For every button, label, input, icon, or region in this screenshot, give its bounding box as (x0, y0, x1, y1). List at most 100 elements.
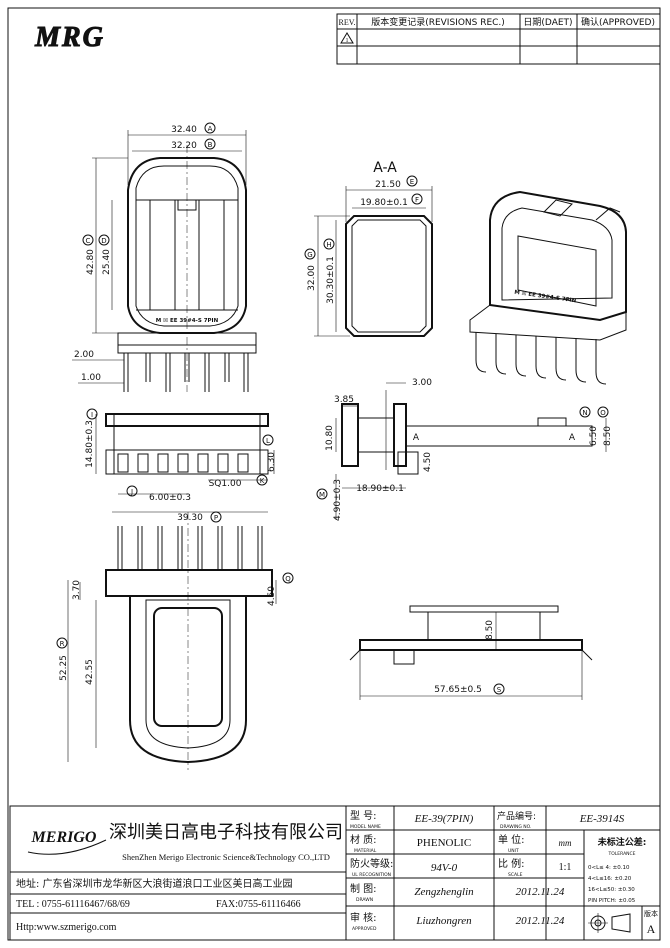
drawing-no-label: 产品编号: (497, 810, 536, 822)
company-address: 地址: 广东省深圳市龙华新区大浪街道浪口工业区美日高工业园 (16, 877, 293, 890)
company-tel: TEL : 0755-61116467/68/69 (16, 899, 130, 910)
label-N: N (582, 409, 587, 417)
dim-3-00: 3.00 (412, 378, 432, 388)
ul-label: 防火等级: (350, 857, 393, 870)
label-A: A (208, 125, 213, 133)
label-D: D (101, 237, 106, 245)
dim-30-30: 30.30±0.1 (326, 256, 336, 304)
svg-text:1: 1 (346, 38, 349, 44)
dim-6-00: 6.00±0.3 (149, 493, 191, 503)
label-C: C (86, 237, 91, 245)
label-E: E (410, 178, 414, 186)
revision-triangle-icon (340, 32, 354, 44)
material-value: PHENOLIC (417, 837, 471, 849)
dim-4-50-side: 4.50 (423, 452, 433, 472)
brand-logo: MERIGO (31, 829, 97, 846)
svg-text:DRAWN: DRAWN (356, 897, 373, 903)
section-label: A-A (373, 160, 397, 176)
dim-6-50: 6.50 (589, 426, 599, 446)
dim-2-00: 2.00 (74, 350, 94, 360)
label-F: F (415, 196, 419, 204)
label-K: K (260, 477, 265, 485)
dim-4-50-top: 4.50 (267, 586, 277, 606)
drawing-no-value: EE-3914S (579, 813, 625, 825)
company-website: Http:www.szmerigo.com (16, 922, 117, 933)
end-view: 8.50 57.65±0.5 S (349, 605, 593, 700)
scale-value: 1:1 (559, 862, 572, 873)
dim-4-90: 4.90±0.3 (333, 479, 343, 521)
section-a-a: A-A 21.50 E 19.80±0.1 F 32.00 G 30.30±0.… (304, 160, 433, 337)
unit-label: 单 位: (498, 833, 525, 846)
mrg-logo: MRG (18, 22, 122, 54)
material-label: 材 质: (350, 833, 377, 846)
dim-57-65: 57.65±0.5 (434, 685, 482, 695)
model-label: 型 号: (350, 809, 377, 822)
svg-text:SCALE: SCALE (508, 872, 523, 878)
dim-39-30: 39.30 (177, 513, 203, 523)
dim-21-50: 21.50 (375, 180, 401, 190)
coil-marking-iso: M ☒ EE 39#4-S 7PIN (514, 289, 577, 305)
bottom-view: 14.80±0.3 I 6.30 L 6.00±0.3 J SQ1.00 K (85, 408, 277, 503)
title-block: MERIGO 深圳美日高电子科技有限公司 ShenZhen Merigo Ele… (9, 805, 661, 941)
label-S: S (497, 686, 502, 694)
unit-value: mm (559, 838, 572, 848)
tolerance-row-3: 16<L≤50: ±0.30 (588, 887, 635, 893)
isometric-view: M ☒ EE 39#4-S 7PIN (469, 190, 627, 385)
dim-42-80: 42.80 (86, 249, 96, 275)
projection-symbol-icon (588, 913, 631, 933)
dim-8-50: 8.50 (603, 426, 613, 446)
drawn-label: 制 图: (350, 882, 377, 895)
brand-swoosh-icon (27, 839, 107, 855)
company-name-en: ShenZhen Merigo Electronic Science&Techn… (122, 852, 330, 862)
label-G: G (307, 251, 312, 259)
approved-date: 2012.11.24 (516, 915, 565, 927)
top-view: 39.30 P 3.70 4.50 Q 52.25 R 42.55 (56, 511, 294, 770)
drawn-date: 2012.11.24 (516, 886, 565, 898)
label-M: M (319, 491, 325, 499)
svg-text:MODEL NAME: MODEL NAME (350, 824, 381, 830)
label-H: H (326, 241, 331, 249)
label-P: P (214, 514, 218, 522)
dim-42-55: 42.55 (85, 659, 95, 685)
company-name-cn: 深圳美日高电子科技有限公司 (109, 822, 343, 843)
label-J: J (130, 488, 133, 496)
svg-text:APPROVED: APPROVED (352, 926, 377, 932)
logo-text: MRG (34, 22, 105, 53)
dim-6-30: 6.30 (267, 452, 277, 472)
rev-approved-header: 确认(APPROVED) (581, 16, 655, 28)
dim-3-85: 3.85 (334, 395, 354, 405)
svg-text:MATERIAL: MATERIAL (354, 848, 377, 854)
dim-19-80: 19.80±0.1 (360, 198, 408, 208)
dim-32-20: 32.20 (171, 141, 197, 151)
side-view: 3.85 3.00 10.80 4.50 18.90±0.1 4.90±0.3 … (316, 378, 613, 521)
approved-label: 审 核: (350, 911, 377, 924)
version-value: A (647, 922, 656, 936)
label-L: L (266, 437, 270, 445)
coil-marking-front: M ☒ EE 39#4-S 7PIN (156, 317, 219, 324)
dim-1-00: 1.00 (81, 373, 101, 383)
svg-text:UNIT: UNIT (508, 848, 519, 854)
ul-value: 94V-0 (431, 862, 458, 874)
label-Q: Q (285, 575, 291, 583)
dim-sq-1-00: SQ1.00 (209, 479, 242, 489)
approved-by: Liuzhongren (415, 915, 472, 927)
rev-record-header: 版本变更记录(REVISIONS REC.) (371, 16, 505, 28)
dim-32-40: 32.40 (171, 125, 197, 135)
label-R: R (60, 640, 65, 648)
dim-18-90: 18.90±0.1 (356, 484, 404, 494)
revision-table: REV. 版本变更记录(REVISIONS REC.) 日期(DAET) 确认(… (336, 13, 661, 65)
tolerance-row-2: 4<L≤16: ±0.20 (588, 876, 632, 882)
company-fax: FAX:0755-61116466 (216, 899, 301, 910)
label-O: O (600, 409, 606, 417)
tolerance-row-4: PIN PITCH: ±0.05 (588, 898, 636, 904)
svg-text:UL RECOGNITION: UL RECOGNITION (352, 872, 391, 878)
tolerance-row-1: 0<L≤ 4: ±0.10 (588, 865, 630, 871)
dim-32-00: 32.00 (307, 265, 317, 291)
section-mark-left: A (413, 433, 420, 443)
svg-text:DRAWING NO.: DRAWING NO. (500, 824, 531, 830)
version-label: 版本 (644, 909, 658, 918)
dim-14-80: 14.80±0.3 (85, 420, 95, 468)
dim-25-40: 25.40 (102, 249, 112, 275)
dim-3-70: 3.70 (72, 580, 82, 600)
